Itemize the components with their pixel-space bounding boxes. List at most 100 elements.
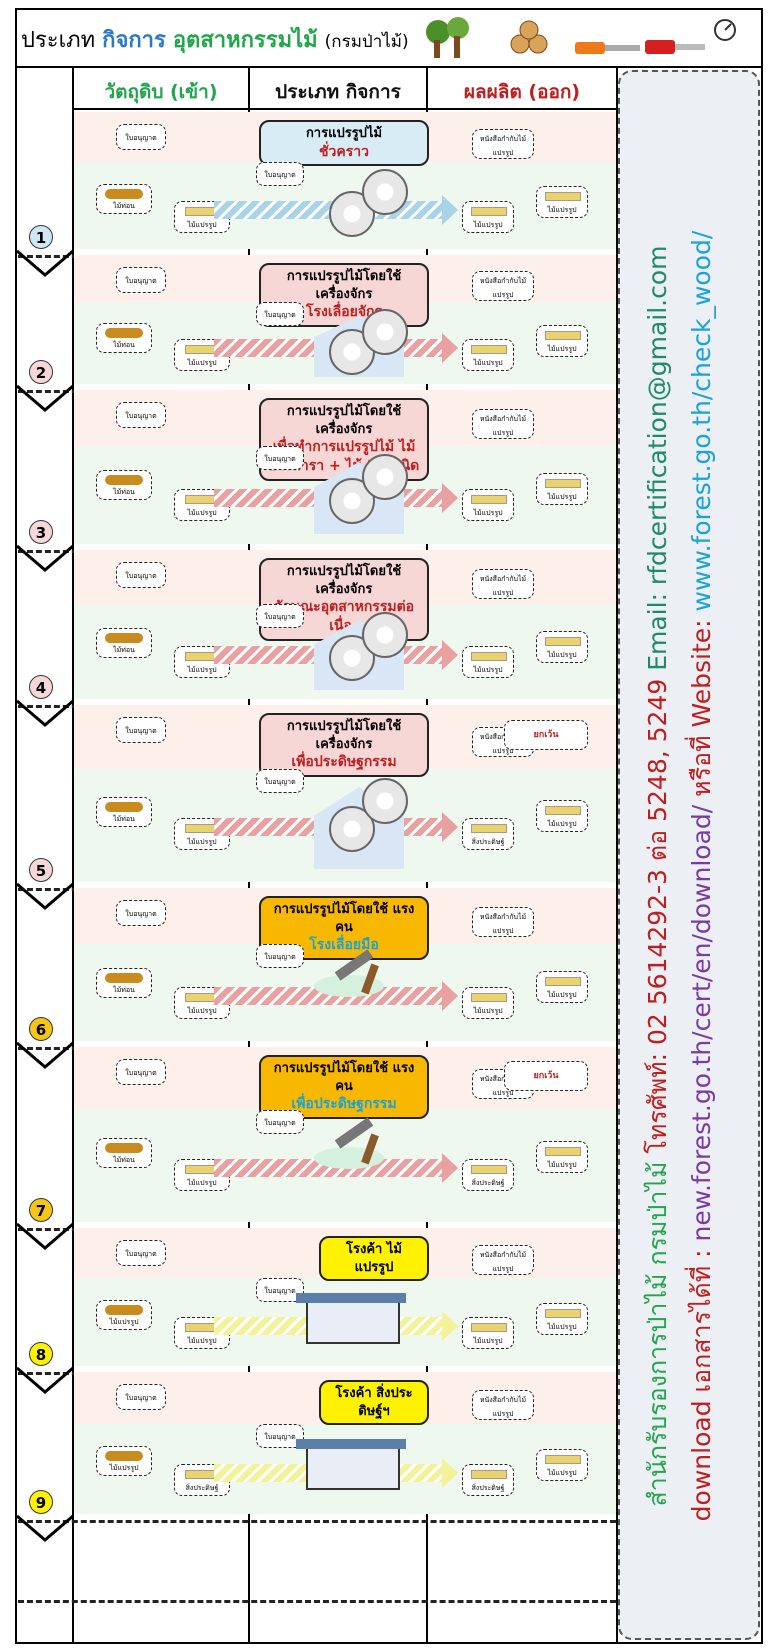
input-log-label: ไม้ท่อน xyxy=(113,341,135,349)
arrow-head xyxy=(442,483,458,513)
divider xyxy=(72,68,74,1644)
output-processed-wood: ไม้แปรรูป xyxy=(462,201,514,233)
office-name: สำนักรับรองการป่าไม้ กรมป่าไม้ xyxy=(643,1161,672,1507)
input-document: ใบอนุญาต xyxy=(116,900,166,926)
input-processed-label: ไม้แปรรูป xyxy=(187,359,217,367)
email[interactable]: Email: rfdcertification@gmail.com xyxy=(643,245,672,671)
output-processed-label: ไม้แปรรูป xyxy=(547,206,577,214)
output-processed-wood: ไม้แปรรูป xyxy=(536,186,588,218)
input-log: ไม้ท่อน xyxy=(96,323,152,353)
plank-icon xyxy=(545,479,581,488)
step-number: 8 xyxy=(29,1342,53,1366)
plank-icon xyxy=(471,824,507,833)
input-log: ไม้แปรรูป xyxy=(96,1300,152,1330)
input-processed-label: ไม้แปรรูป xyxy=(187,1179,217,1187)
arrow-head xyxy=(442,1311,458,1341)
output-processed-label: ไม้แปรรูป xyxy=(547,1161,577,1169)
chevron-down-icon xyxy=(16,1514,74,1542)
header-icons xyxy=(426,17,736,58)
output-processed-wood: ไม้แปรรูป xyxy=(536,1303,588,1335)
download-link[interactable]: new.forest.go.th/cert/en/download/ xyxy=(687,804,716,1242)
log-icon xyxy=(105,1305,143,1315)
license-box: ใบอนุญาต xyxy=(256,769,304,793)
output-processed-label: ไม้แปรรูป xyxy=(473,221,503,229)
output-permit-document: หนังสือกำกับไม้แปรรูป xyxy=(472,569,534,599)
input-log-label: ไม้ท่อน xyxy=(113,646,135,654)
shop-icon xyxy=(306,1446,400,1490)
log-stack-icon xyxy=(510,20,548,54)
license-box: ใบอนุญาต xyxy=(256,944,304,968)
process-type-title: การแปรรูปไม้ xyxy=(305,126,383,141)
process-type-highlight: โรงเลื่อยจักร xyxy=(305,304,383,321)
license-box: ใบอนุญาต xyxy=(256,446,304,470)
input-log-label: ไม้ท่อน xyxy=(113,986,135,994)
plank-icon xyxy=(545,1147,581,1156)
input-processed-label: ไม้แปรรูป xyxy=(187,666,217,674)
process-row: การแปรรูปไม้โดยใช้ เครื่องจักรเพื่อทำการ… xyxy=(74,390,616,550)
arrow-head xyxy=(442,1458,458,1488)
process-row: การแปรรูปไม้โดยใช้ เครื่องจักรโรงเลื่อยจ… xyxy=(74,255,616,390)
title-prefix: ประเภท xyxy=(21,28,96,53)
input-log: ไม้ท่อน xyxy=(96,470,152,500)
output-processed-wood: ไม้แปรรูป xyxy=(462,1317,514,1349)
input-document: ใบอนุญาต xyxy=(116,1059,166,1085)
output-processed-wood: สิ่งประดิษฐ์ xyxy=(462,1464,514,1496)
output-processed-label: ไม้แปรรูป xyxy=(473,1337,503,1345)
title-kind: กิจการ xyxy=(102,28,166,53)
output-processed-wood: ไม้แปรรูป xyxy=(462,987,514,1019)
saw-blade-icon xyxy=(362,309,408,355)
row-separator xyxy=(18,1520,616,1523)
input-document: ใบอนุญาต xyxy=(116,402,166,428)
process-row: การแปรรูปไม้โดยใช้ เครื่องจักรเพื่อประดิ… xyxy=(74,705,616,888)
chevron-down-icon xyxy=(16,699,74,727)
log-icon xyxy=(105,802,143,812)
plank-icon xyxy=(471,1470,507,1479)
saw-blade-icon xyxy=(362,169,408,215)
divider xyxy=(616,68,618,1644)
process-row: การแปรรูปไม้โดยใช้ แรงคนเพื่อประดิษฐกรรม… xyxy=(74,1047,616,1228)
log-icon xyxy=(105,1143,143,1153)
plank-icon xyxy=(545,806,581,815)
process-type-title: โรงค้า สิ่งประดิษฐ์ฯ xyxy=(335,1386,413,1419)
chevron-down-icon xyxy=(16,249,74,277)
input-log: ไม้ท่อน xyxy=(96,184,152,214)
process-type-title: การแปรรูปไม้โดยใช้ เครื่องจักร xyxy=(286,564,402,597)
step-number: 7 xyxy=(29,1198,53,1222)
step-number: 5 xyxy=(29,858,53,882)
title-industry: อุตสาหกรรมไม้ xyxy=(172,28,318,53)
plank-icon xyxy=(471,495,507,504)
process-type-highlight: ชั่วคราว xyxy=(319,143,369,160)
log-icon xyxy=(105,475,143,485)
plank-icon xyxy=(471,1323,507,1332)
process-row: โรงค้า ไม้แปรรูปใบอนุญาตใบอนุญาตไม้แปรรู… xyxy=(74,1228,616,1372)
input-document: ใบอนุญาต xyxy=(116,124,166,150)
output-processed-wood: ไม้แปรรูป xyxy=(462,489,514,521)
saw-blade-icon xyxy=(362,454,408,500)
input-document: ใบอนุญาต xyxy=(116,717,166,743)
arrow-head xyxy=(442,195,458,225)
input-document: ใบอนุญาต xyxy=(116,1240,166,1266)
output-processed-wood: สิ่งประดิษฐ์ xyxy=(462,1159,514,1191)
process-row: การแปรรูปไม้โดยใช้ แรงคนโรงเลื่อยมือใบอน… xyxy=(74,888,616,1047)
website-link[interactable]: www.forest.go.th/check_wood/ xyxy=(687,230,716,612)
plank-icon xyxy=(545,977,581,986)
output-processed-label: ไม้แปรรูป xyxy=(473,359,503,367)
license-box: ใบอนุญาต xyxy=(256,162,304,186)
step-number: 3 xyxy=(29,520,53,544)
output-processed-wood: ไม้แปรรูป xyxy=(462,339,514,371)
output-processed-wood: ไม้แปรรูป xyxy=(536,1449,588,1481)
input-log: ไม้ท่อน xyxy=(96,1138,152,1168)
output-processed-label: ไม้แปรรูป xyxy=(547,991,577,999)
chainsaw-icon xyxy=(575,42,640,54)
column-header-output: ผลผลิต (ออก) xyxy=(428,74,616,110)
process-type-label: การแปรรูปไม้โดยใช้ แรงคนเพื่อประดิษฐกรรม xyxy=(259,1055,429,1119)
process-type-highlight: เพื่อประดิษฐกรรม xyxy=(291,1096,397,1113)
chevron-down-icon xyxy=(16,1041,74,1069)
input-log-label: ไม้แปรรูป xyxy=(109,1318,139,1326)
diagram-frame xyxy=(15,8,763,1644)
output-permit-document: หนังสือกำกับไม้แปรรูป xyxy=(472,409,534,439)
input-document: ใบอนุญาต xyxy=(116,1384,166,1410)
saw-blade-icon xyxy=(362,612,408,658)
chevron-down-icon xyxy=(16,1222,74,1250)
input-document: ใบอนุญาต xyxy=(116,267,166,293)
